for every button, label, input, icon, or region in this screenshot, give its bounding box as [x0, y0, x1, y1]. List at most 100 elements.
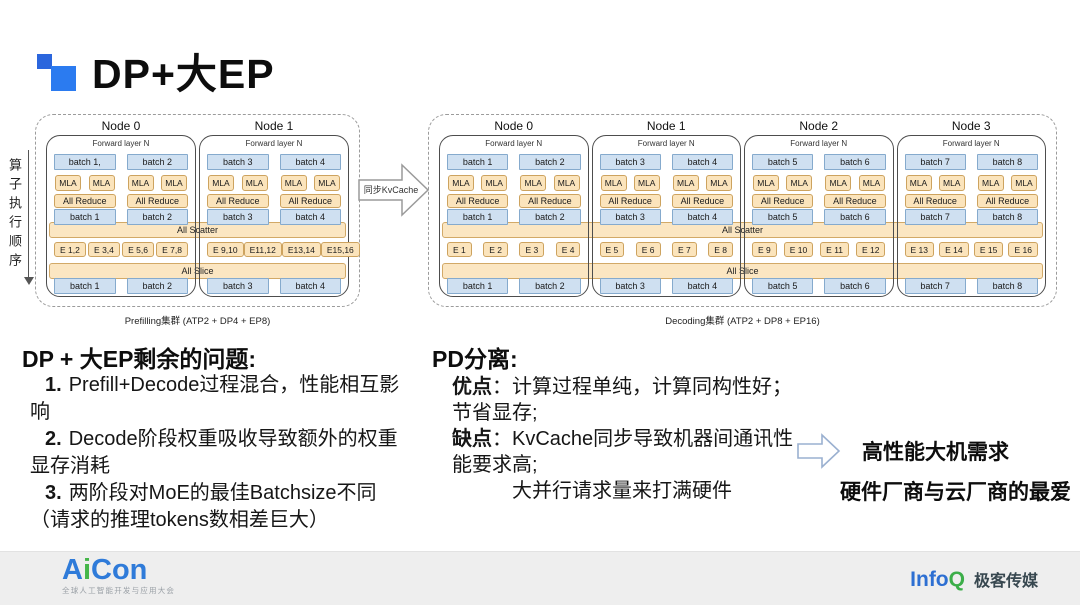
sync-kvcache-arrow-icon: 同步KvCache: [358, 163, 430, 217]
mla-row: MLA MLA: [207, 175, 269, 191]
problem-item-2-text: Decode阶段权重吸收导致额外的权重 显存消耗: [30, 428, 398, 477]
mla-box: MLA: [553, 175, 580, 191]
batch-box: batch 6: [824, 209, 886, 225]
mla-box: MLA: [977, 175, 1004, 191]
operator-order-arrowhead-icon: [24, 277, 34, 285]
batch-box: batch 8: [976, 278, 1038, 294]
pd-pros-text: ：计算过程单纯，计算同构性好； 节省显存;: [452, 376, 792, 424]
all-reduce-box: All Reduce: [752, 194, 814, 208]
all-reduce-box: All Reduce: [824, 194, 886, 208]
batch-box: batch 3: [599, 209, 661, 225]
conclusion-line2: 硬件厂商与云厂商的最爱: [840, 481, 1071, 504]
expert-box: E 3,4: [88, 242, 120, 257]
batch-box: batch 3: [207, 209, 269, 225]
infoq-media-label: 极客传媒: [973, 573, 1038, 590]
mla-box: MLA: [706, 175, 732, 191]
node-label: Node 1: [646, 119, 686, 133]
all-reduce-box: All Reduce: [126, 194, 188, 208]
title-logo-square-large: [51, 66, 76, 91]
batch-box: batch 3: [207, 278, 269, 294]
pd-cons: 缺点：KvCache同步导致机器间通讯性 能要求高; 大并行请求量来打满硬件: [452, 426, 822, 504]
mla-box: MLA: [241, 175, 268, 191]
forward-layer-label: Forward layer N: [92, 139, 150, 148]
batch-box: batch 4: [279, 209, 341, 225]
expert-box: E 14: [939, 242, 969, 257]
aicon-logo: AiCon 全球人工智能开发与应用大会: [62, 556, 175, 595]
expert-box: E 15: [973, 242, 1004, 257]
problem-item-1-number: 1.: [45, 374, 62, 396]
all-reduce-box: All Reduce: [599, 194, 661, 208]
mla-box: MLA: [753, 175, 779, 191]
mla-box: MLA: [127, 175, 154, 191]
batch-box: batch 4: [671, 154, 733, 170]
expert-box: E15,16: [320, 242, 360, 257]
batch-box: batch 5: [752, 278, 814, 294]
pd-pros-label: 优点: [452, 376, 492, 398]
problem-item-2-number: 2.: [45, 428, 62, 450]
mla-row: MLA MLA: [752, 175, 813, 191]
aicon-letter-a: A: [62, 554, 83, 586]
mla-box: MLA: [633, 175, 660, 191]
expert-box: E 11: [820, 242, 850, 257]
mla-box: MLA: [208, 175, 234, 191]
expert-box: E 7: [671, 242, 697, 257]
aicon-tagline: 全球人工智能开发与应用大会: [62, 586, 176, 595]
batch-box: batch 7: [904, 209, 966, 225]
batch-box: batch 3: [207, 154, 269, 170]
expert-box: E 5,6: [122, 242, 154, 257]
all-slice-bar: All Slice: [49, 263, 346, 279]
node-label: Node 1: [254, 119, 294, 133]
title-logo-square-small: [37, 54, 52, 69]
mla-box: MLA: [88, 175, 115, 191]
batch-box: batch 4: [671, 209, 733, 225]
batch-box: batch 8: [976, 154, 1038, 170]
operator-order-axis-line: [28, 150, 29, 278]
expert-box: E13,14: [281, 242, 321, 257]
forward-layer-label: Forward layer N: [942, 139, 1000, 148]
expert-box: E 2: [483, 242, 508, 257]
mla-box: MLA: [786, 175, 813, 191]
batch-box: batch 1: [447, 209, 509, 225]
forward-layer-label: Forward layer N: [790, 139, 848, 148]
batch-box: batch 6: [824, 154, 886, 170]
all-reduce-box: All Reduce: [904, 194, 966, 208]
infoq-wordmark: InfoQ: [910, 569, 965, 590]
expert-box: E 4: [555, 242, 581, 257]
expert-box: E 10: [783, 242, 814, 257]
batch-box: batch 1: [447, 278, 509, 294]
mla-box: MLA: [314, 175, 340, 191]
problems-heading: DP + 大EP剩余的问题:: [22, 346, 257, 372]
batch-box: batch 2: [519, 154, 581, 170]
all-reduce-box: All Reduce: [519, 194, 581, 208]
batch-box: batch 2: [126, 278, 188, 294]
batch-box: batch 3: [599, 278, 661, 294]
batch-box: batch 7: [904, 154, 966, 170]
mla-box: MLA: [905, 175, 932, 191]
pd-separation-heading: PD分离:: [432, 346, 518, 372]
mla-row: MLA MLA: [600, 175, 661, 191]
mla-box: MLA: [600, 175, 627, 191]
page-title: DP+大EP: [92, 51, 275, 97]
expert-box: E 9: [752, 242, 777, 257]
mla-box: MLA: [825, 175, 852, 191]
batch-box: batch 4: [279, 154, 341, 170]
pd-cons-label: 缺点: [452, 428, 492, 450]
